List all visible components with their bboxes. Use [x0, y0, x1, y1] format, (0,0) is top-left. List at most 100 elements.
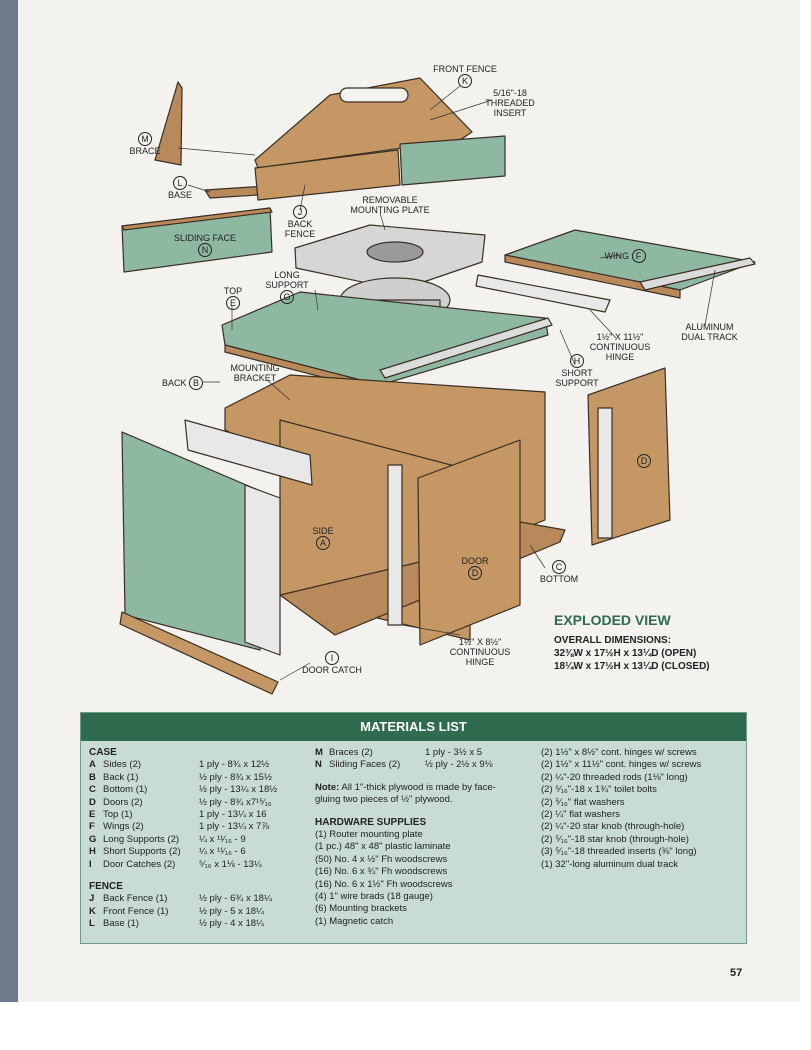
part-letter: F [89, 821, 95, 833]
binding-spine [0, 0, 18, 1002]
part-dimensions: ⁵⁄₁₆ x 1⅛ - 13¼ [199, 858, 262, 870]
part-letter: M [315, 747, 323, 758]
label-back-fence: J BACK FENCE [284, 205, 316, 239]
label-removable-plate: REMOVABLE MOUNTING PLATE [350, 195, 430, 215]
part-name: Front Fence (1) [103, 905, 169, 917]
part-name: Back (1) [103, 771, 139, 783]
fence-face-part [399, 135, 506, 186]
fence-heading: FENCE [89, 881, 123, 893]
part-letter: A [89, 759, 96, 771]
dims-heading: OVERALL DIMENSIONS: [554, 635, 672, 646]
hardware-item: (16) No. 6 x ¾" Fh woodscrews [315, 866, 448, 878]
hardware-heading: HARDWARE SUPPLIES [315, 816, 427, 828]
label-brace: M BRACE [129, 132, 161, 156]
part-name: Top (1) [103, 809, 133, 821]
part-letter: C [89, 784, 96, 796]
exploded-view-title: EXPLODED VIEW [554, 612, 671, 628]
label-mounting-bracket: MOUNTING BRACKET [230, 363, 280, 383]
top-track-part [379, 317, 553, 379]
label-top: TOP E [223, 286, 243, 310]
part-dimensions: ½ ply - 8¾ x 15½ [199, 771, 272, 783]
part-name: Short Supports (2) [103, 846, 181, 858]
part-name: Long Supports (2) [103, 833, 180, 845]
label-aluminum-track: ALUMINUM DUAL TRACK [681, 322, 738, 342]
door-part [417, 439, 521, 646]
mounting-bracket-part [184, 419, 313, 486]
label-short-support: H SHORT SUPPORT [555, 354, 599, 388]
part-letter: G [89, 833, 97, 845]
hardware-item: (3) ⁵⁄₁₆"-18 threaded inserts (⅜" long) [541, 846, 697, 858]
label-door: DOOR D [461, 556, 489, 580]
hardware-item: (2) ⁵⁄₁₆"-18 star knob (through-hole) [541, 833, 689, 845]
hinge-top-part [475, 274, 611, 313]
label-hinge-bottom: 1½" x 8½" CONTINUOUS HINGE [449, 637, 511, 667]
part-letter: L [89, 918, 95, 930]
part-letter: J [89, 893, 95, 905]
page-number: 57 [730, 967, 743, 979]
part-dimensions: 1 ply - 8¾ x 12½ [199, 759, 270, 771]
part-dimensions: ½ ply - 5 x 18¼ [199, 905, 264, 917]
part-dimensions: 1 ply - 3½ x 5 [425, 747, 483, 758]
part-dimensions: ½ ply - 8¾ x7¹⁵⁄₁₆ [199, 796, 272, 808]
label-door-catch: I DOOR CATCH [302, 651, 362, 675]
hardware-item: (2) 1½" x 8½" cont. hinges w/ screws [541, 747, 697, 758]
part-name: Door Catches (2) [103, 858, 176, 870]
overall-dimensions: OVERALL DIMENSIONS: 32⅜W x 17½H x 13¼D (… [554, 634, 710, 673]
materials-row: G Long Supports (2) ¼ x ¹¹⁄₁₆ - 9 [89, 834, 309, 846]
materials-row: E Top (1) 1 ply - 13¼ x 16 [89, 809, 309, 821]
part-dimensions: 1 ply - 13¼ x 16 [199, 809, 267, 821]
part-name: Doors (2) [103, 796, 143, 808]
materials-row: H Short Supports (2) ¼ x ¹¹⁄₁₆ - 6 [89, 846, 309, 858]
exploded-view-diagram [119, 77, 756, 695]
materials-row: B Back (1) ½ ply - 8¾ x 15½ [89, 772, 309, 784]
dims-closed: 18¼W x 17½H x 13¼D (CLOSED) [554, 661, 710, 672]
plywood-note: Note: All 1"-thick plywood is made by fa… [315, 781, 496, 806]
door-catch-part [119, 611, 279, 695]
part-dimensions: ½ ply - 6¾ x 18¼ [199, 893, 272, 905]
hardware-item: (2) ⁵⁄₁₆"-18 x 1¾" toilet bolts [541, 784, 657, 796]
side-left-part [121, 431, 261, 651]
part-letter: H [89, 846, 96, 858]
part-name: Back Fence (1) [103, 893, 168, 905]
part-name: Sliding Faces (2) [329, 759, 401, 771]
part-letter: B [89, 771, 96, 783]
label-bottom: C BOTTOM [539, 560, 579, 584]
label-long-support: LONG SUPPORT G [265, 270, 309, 304]
hardware-item: (2) ¼"-20 star knob (through-hole) [541, 821, 685, 833]
label-wing: WING F [595, 249, 655, 263]
label-base: L BASE [167, 176, 192, 200]
part-letter: E [89, 809, 96, 821]
bottom-margin [0, 1002, 811, 1050]
hardware-item: (1 pc.) 48" x 48" plastic laminate [315, 841, 451, 853]
part-letter: K [89, 905, 96, 917]
back-fence-part [254, 149, 401, 201]
hinge-bottom-part [387, 464, 403, 626]
part-dimensions: ¼ x ¹¹⁄₁₆ - 9 [199, 833, 246, 845]
brace-part [154, 81, 183, 166]
part-letter: N [315, 759, 322, 771]
label-front-fence: FRONT FENCE K [433, 64, 497, 88]
materials-title: MATERIALS LIST [81, 713, 746, 741]
part-dimensions: ¼ x ¹¹⁄₁₆ - 6 [199, 846, 246, 858]
hardware-item: (2) ¼"-20 threaded rods (1⅛" long) [541, 771, 688, 783]
materials-row: N Sliding Faces (2) ½ ply - 2½ x 9⅛ [315, 759, 535, 771]
label-side: SIDE A [312, 526, 334, 550]
part-dimensions: ½ ply - 2½ x 9⅛ [425, 759, 493, 771]
aluminum-track-part [639, 257, 756, 291]
hardware-item: (1) Router mounting plate [315, 829, 423, 841]
label-sliding-face: SLIDING FACE N [173, 233, 236, 257]
hardware-item: (1) Magnetic catch [315, 915, 394, 927]
part-dimensions: ½ ply - 13¼ x 18½ [199, 784, 278, 796]
part-letter: D [89, 796, 96, 808]
label-hinge-top: 1½" x 11½" CONTINUOUS HINGE [589, 332, 651, 362]
hardware-item: (2) ⁵⁄₁₆" flat washers [541, 796, 625, 808]
materials-row: D Doors (2) ½ ply - 8¾ x7¹⁵⁄₁₆ [89, 797, 309, 809]
